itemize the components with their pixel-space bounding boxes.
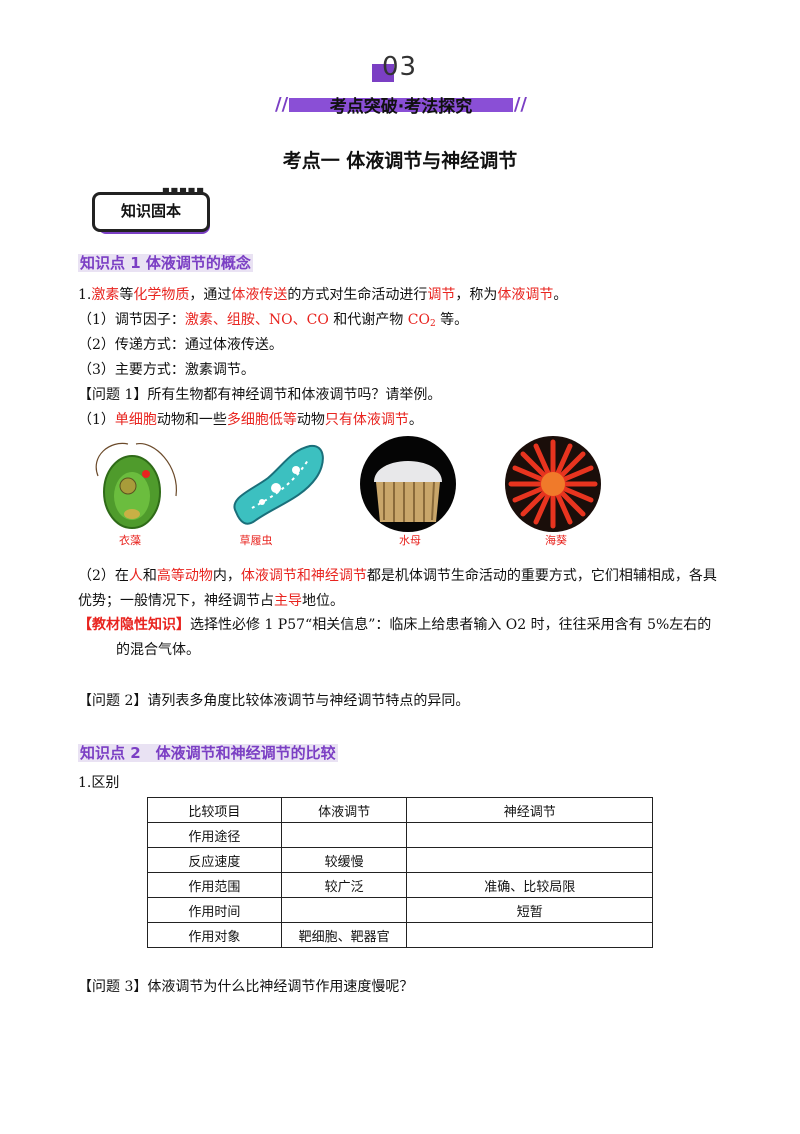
kp1-title-text: 知识点 1 体液调节的概念 [78,254,253,272]
table-header-cell: 神经调节 [406,797,653,823]
text: （2）在 [78,568,129,584]
page-title: 考点一 体液调节与神经调节 [282,150,518,172]
hidden-knowledge-line2: 的混合气体。 [116,642,200,658]
text: ，称为 [455,287,498,303]
table-cell: 较广泛 [280,872,408,898]
highlight: 体液调节 [497,287,554,303]
paramecium-image [233,444,324,525]
knowledge-box-dots-icon: ■■■■■ [162,186,205,195]
co2-text: CO [407,312,430,328]
table-cell: 作用时间 [147,897,282,923]
co2-subscript: 2 [429,319,436,329]
kp1-title: 知识点 1 体液调节的概念 [78,252,253,273]
text: 和 [142,568,157,584]
table-cell: 作用范围 [147,872,282,898]
text: 动物 [296,412,325,428]
highlight: 激素、组胺、NO、CO [184,312,329,328]
text: 优势；一般情况下，神经调节占 [78,593,274,609]
text: 和代谢产物 [328,312,408,328]
highlight: 体液传送 [231,287,288,303]
banner-slash-left-icon: // [275,94,289,115]
comparison-table: 比较项目 体液调节 神经调节 作用途径 反应速度 较缓慢 作用范围 较广泛 准确… [147,797,653,948]
hidden-knowledge-line1: 【教材隐性知识】选择性必修 1 P57“相关信息”：临床上给患者输入 O2 时，… [78,614,711,634]
table-cell: 反应速度 [147,847,282,873]
image-caption-4: 海葵 [545,534,567,547]
text: （1） [78,412,115,428]
table-cell [280,822,408,848]
table-row: 作用途径 [147,822,653,848]
highlight: 人 [128,568,143,584]
kp2-subheading: 1.区别 [78,775,120,791]
text: 动物和一些 [156,412,227,428]
text: 1. [78,287,92,303]
highlight: 激素 [91,287,120,303]
table-cell [406,922,653,948]
table-cell: 作用途径 [147,822,282,848]
table-row: 反应速度 较缓慢 [147,847,653,873]
highlight: 只有体液调节 [324,412,409,428]
section-banner: // // 考点突破·考法探究 [275,92,527,117]
text: 。 [408,412,423,428]
text: 内， [212,568,241,584]
knowledge-box-label: 知识固本 [120,202,181,220]
text: 都是机体调节生命活动的重要方式，它们相辅相成，各具 [366,568,717,584]
banner-title: 考点突破·考法探究 [329,97,473,117]
kp1-line2: （1）调节因子：激素、组胺、NO、CO 和代谢产物 CO2 等。 [78,309,468,329]
highlight: 主导 [274,593,302,609]
text: 选择性必修 1 P57“相关信息”：临床上给患者输入 O2 时，往往采用含有 5… [190,617,712,633]
text: 等。 [435,312,469,328]
table-header-row: 比较项目 体液调节 神经调节 [147,797,653,823]
text: 地位。 [302,593,344,609]
table-cell [406,822,653,848]
text: ，通过 [189,287,232,303]
sea-anemone-image [505,436,601,532]
highlight: 化学物质 [133,287,190,303]
answer-2-line1: （2）在人和高等动物内，体液调节和神经调节都是机体调节生命活动的重要方式，它们相… [78,565,717,585]
highlight: 调节 [427,287,456,303]
image-caption-3: 水母 [399,534,421,547]
question-1: 【问题 1】所有生物都有神经调节和体液调节吗？请举例。 [78,387,442,403]
table-row: 作用范围 较广泛 准确、比较局限 [147,872,653,898]
highlight: 高等动物 [156,568,213,584]
text: 等 [119,287,134,303]
highlight: CO2 [407,312,436,329]
table-row: 作用时间 短暂 [147,897,653,923]
chlamydomonas-image [95,442,177,529]
kp1-line3: （2）传递方式：通过体液传送。 [78,337,283,353]
image-caption-1: 衣藻 [119,534,141,547]
table-row: 作用对象 靶细胞、靶器官 [147,922,653,948]
banner-slash-right-icon: // [513,94,527,115]
text: 的方式对生命活动进行 [287,287,428,303]
highlight: 多细胞低等 [226,412,297,428]
table-cell [280,897,408,923]
question-3: 【问题 3】体液调节为什么比神经调节作用速度慢呢？ [78,979,414,995]
table-cell: 作用对象 [147,922,282,948]
table-cell: 较缓慢 [280,847,408,873]
table-header-cell: 体液调节 [280,797,408,823]
banner-bar [289,98,513,112]
text: （1）调节因子： [78,312,185,328]
question-2: 【问题 2】请列表多角度比较体液调节与神经调节特点的异同。 [78,693,470,709]
table-header-cell: 比较项目 [147,797,282,823]
table-cell [406,847,653,873]
kp1-line4: （3）主要方式：激素调节。 [78,362,255,378]
highlight: 体液调节和神经调节 [240,568,367,584]
table-cell: 短暂 [406,897,653,923]
answer-2-line2: 优势；一般情况下，神经调节占主导地位。 [78,590,344,610]
knowledge-box [92,192,210,232]
image-caption-2: 草履虫 [239,534,273,547]
number-badge-block [372,64,394,82]
kp2-title: 知识点 2 体液调节和神经调节的比较 [78,742,338,763]
text: 。 [553,287,568,303]
jellyfish-image [360,436,456,532]
table-cell: 靶细胞、靶器官 [280,922,408,948]
hidden-knowledge-tag: 【教材隐性知识】 [78,617,190,633]
kp2-title-text: 知识点 2 体液调节和神经调节的比较 [78,744,338,762]
highlight: 单细胞 [114,412,157,428]
answer-1: （1）单细胞动物和一些多细胞低等动物只有体液调节。 [78,409,423,429]
kp1-line1: 1.激素等化学物质，通过体液传送的方式对生命活动进行调节，称为体液调节。 [78,284,567,304]
section-number: 03 [382,52,418,82]
table-cell: 准确、比较局限 [406,872,653,898]
